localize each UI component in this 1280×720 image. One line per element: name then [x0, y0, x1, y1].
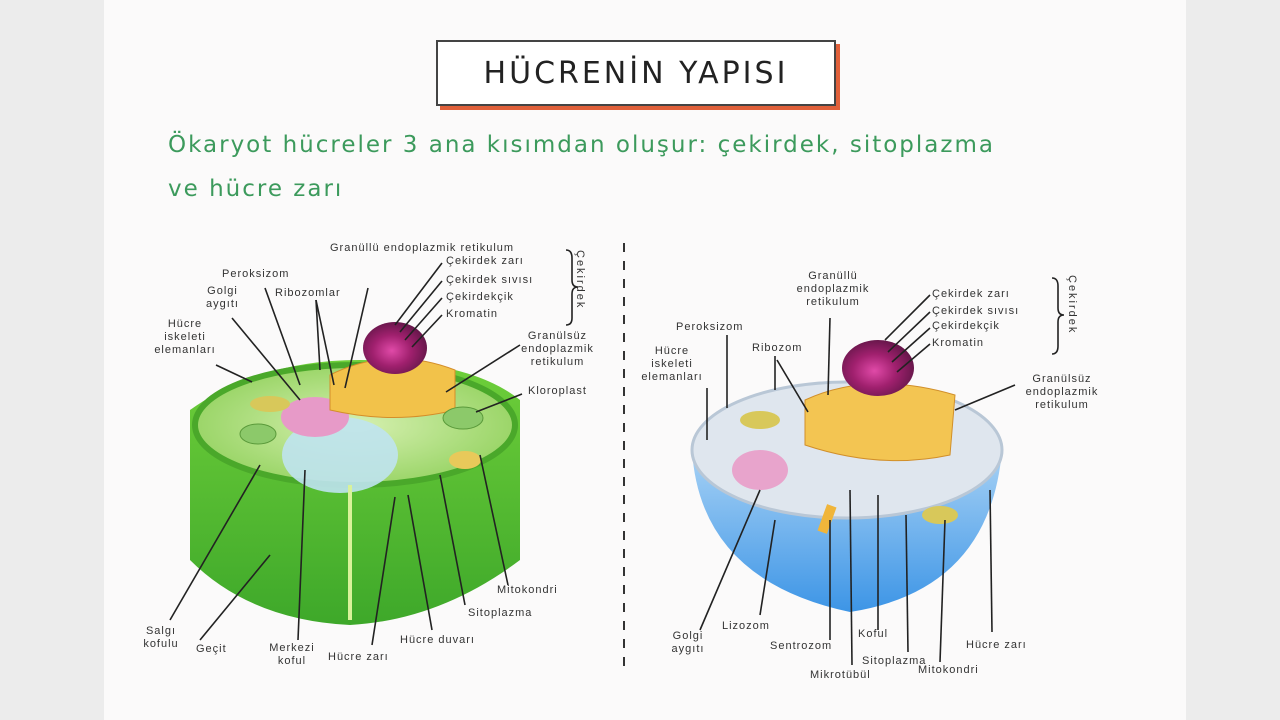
page-title: HÜCRENİN YAPISI	[436, 40, 836, 106]
plant-label-iskelet: Hücre iskeleti elemanları	[154, 318, 216, 356]
plant-label-cekirdek-zari: Çekirdek zarı	[446, 255, 524, 267]
plant-label-ribozomlar: Ribozomlar	[275, 287, 341, 299]
animal-label-cekirdek-group: Çekirdek	[1066, 275, 1078, 335]
subtitle-line-1: Ökaryot hücreler 3 ana kısımdan oluşur: …	[168, 132, 995, 158]
animal-label-mikrotubul: Mikrotübül	[810, 669, 871, 681]
plant-label-golgi: Golgi aygıtı	[206, 285, 239, 310]
subtitle-line-2: ve hücre zarı	[168, 176, 344, 202]
plant-label-merkezi-koful: Merkezi koful	[269, 642, 315, 667]
animal-label-ribozom: Ribozom	[752, 342, 803, 354]
animal-label-cekirdek-zari: Çekirdek zarı	[932, 288, 1010, 300]
animal-label-granullu-er: Granüllü endoplazmik retikulum	[796, 270, 870, 308]
plant-cell-illustration	[190, 322, 520, 625]
plant-label-granulsuz-er: Granülsüz endoplazmik retikulum	[521, 330, 594, 368]
animal-label-hucre-zari: Hücre zarı	[966, 639, 1027, 651]
animal-label-sitoplazma: Sitoplazma	[862, 655, 927, 667]
plant-label-cekirdekcik: Çekirdekçik	[446, 291, 514, 303]
animal-label-peroksizom: Peroksizom	[676, 321, 744, 333]
plant-label-hucre-duvari: Hücre duvarı	[400, 634, 475, 646]
leader-lines	[169, 262, 1016, 666]
animal-label-cekirdek-sivisi: Çekirdek sıvısı	[932, 305, 1020, 317]
animal-label-granulsuz-er: Granülsüz endoplazmik retikulum	[1025, 373, 1099, 411]
animal-cell-illustration	[690, 340, 1004, 612]
plant-label-mitokondri: Mitokondri	[497, 584, 558, 596]
animal-label-golgi: Golgi aygıtı	[671, 630, 705, 655]
plant-label-peroksizom: Peroksizom	[222, 268, 290, 280]
animal-label-mitokondri: Mitokondri	[918, 664, 979, 676]
plant-label-granullu-er: Granüllü endoplazmik retikulum	[330, 242, 515, 254]
animal-label-iskelet: Hücre iskeleti elemanları	[641, 345, 703, 383]
animal-label-kromatin: Kromatin	[932, 337, 985, 349]
animal-label-sentrozom: Sentrozom	[770, 640, 833, 652]
plant-label-cekirdek-sivisi: Çekirdek sıvısı	[446, 274, 534, 286]
animal-label-lizozom: Lizozom	[722, 620, 770, 632]
plant-label-gecit: Geçit	[196, 643, 227, 655]
plant-label-kromatin: Kromatin	[446, 308, 499, 320]
nucleus-brackets	[565, 249, 1065, 355]
animal-label-koful: Koful	[858, 628, 889, 640]
plant-label-cekirdek-group: Çekirdek	[574, 250, 586, 310]
plant-label-salgi-kofulu: Salgı kofulu	[143, 625, 179, 650]
animal-label-cekirdekcik: Çekirdekçik	[932, 320, 1000, 332]
plant-label-hucre-zari: Hücre zarı	[328, 651, 389, 663]
plant-label-kloroplast: Kloroplast	[528, 385, 587, 397]
plant-label-sitoplazma: Sitoplazma	[468, 607, 533, 619]
